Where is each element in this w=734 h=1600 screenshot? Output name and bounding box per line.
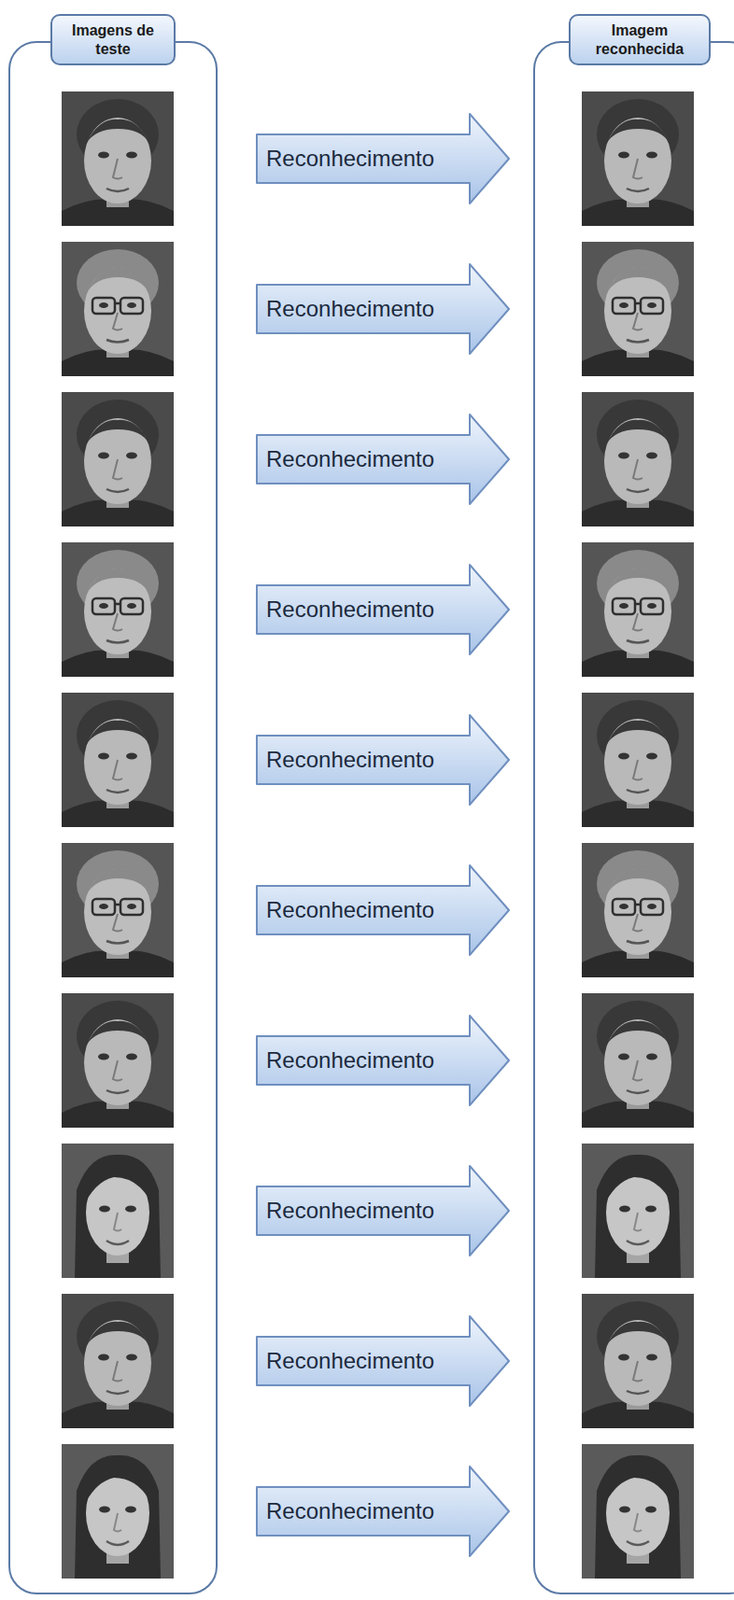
face-image xyxy=(61,241,174,377)
arrow-outline xyxy=(256,1316,509,1407)
face-image xyxy=(581,1143,694,1279)
arrow-outline xyxy=(256,264,509,354)
face-image xyxy=(61,91,174,226)
face-image xyxy=(581,993,694,1129)
panel-tab: Imagem reconhecida xyxy=(568,14,711,66)
block-arrow: Reconhecimento xyxy=(254,1164,511,1258)
arrow-outline xyxy=(256,414,509,505)
arrow-label: Reconhecimento xyxy=(266,145,435,172)
panel-heading: Imagens de teste xyxy=(57,21,169,57)
face-image xyxy=(61,392,174,527)
panel-tab: Imagens de teste xyxy=(50,14,176,66)
block-arrow: Reconhecimento xyxy=(254,1465,511,1559)
arrow-label: Reconhecimento xyxy=(266,1348,435,1375)
face-image xyxy=(61,1294,174,1429)
image-panel: Imagens de teste xyxy=(8,41,218,1596)
face-image xyxy=(61,843,174,978)
face-image xyxy=(581,542,694,678)
arrow-outline xyxy=(256,1166,509,1257)
face-image xyxy=(61,1143,174,1279)
face-image xyxy=(581,1294,694,1429)
arrow-label: Reconhecimento xyxy=(266,897,435,924)
arrow-label: Reconhecimento xyxy=(266,1047,435,1074)
block-arrow: Reconhecimento xyxy=(254,112,511,206)
arrow-outline xyxy=(256,113,509,204)
panel-heading: Imagem reconhecida xyxy=(576,21,704,57)
image-panel: Imagem reconhecida xyxy=(533,41,734,1596)
block-arrow: Reconhecimento xyxy=(254,1014,511,1108)
arrow-outline xyxy=(256,564,509,655)
arrow-outline xyxy=(256,1016,509,1106)
block-arrow: Reconhecimento xyxy=(254,262,511,356)
arrow-outline xyxy=(256,1467,509,1557)
face-image xyxy=(581,392,694,527)
face-image xyxy=(581,241,694,377)
arrow-outline xyxy=(256,865,509,956)
arrow-label: Reconhecimento xyxy=(266,446,435,473)
face-image xyxy=(61,542,174,678)
arrow-label: Reconhecimento xyxy=(266,596,435,623)
arrow-label: Reconhecimento xyxy=(266,747,435,774)
face-image xyxy=(61,1444,174,1580)
face-image xyxy=(581,1444,694,1580)
block-arrow: Reconhecimento xyxy=(254,563,511,657)
arrow-label: Reconhecimento xyxy=(266,296,435,323)
block-arrow: Reconhecimento xyxy=(254,713,511,807)
block-arrow: Reconhecimento xyxy=(254,863,511,958)
face-image xyxy=(61,993,174,1129)
block-arrow: Reconhecimento xyxy=(254,1314,511,1409)
face-image xyxy=(581,692,694,828)
block-arrow: Reconhecimento xyxy=(254,412,511,507)
arrow-outline xyxy=(256,715,509,805)
face-image xyxy=(581,91,694,226)
face-image xyxy=(61,692,174,828)
face-image xyxy=(581,843,694,978)
arrow-label: Reconhecimento xyxy=(266,1198,435,1225)
arrow-label: Reconhecimento xyxy=(266,1498,435,1525)
